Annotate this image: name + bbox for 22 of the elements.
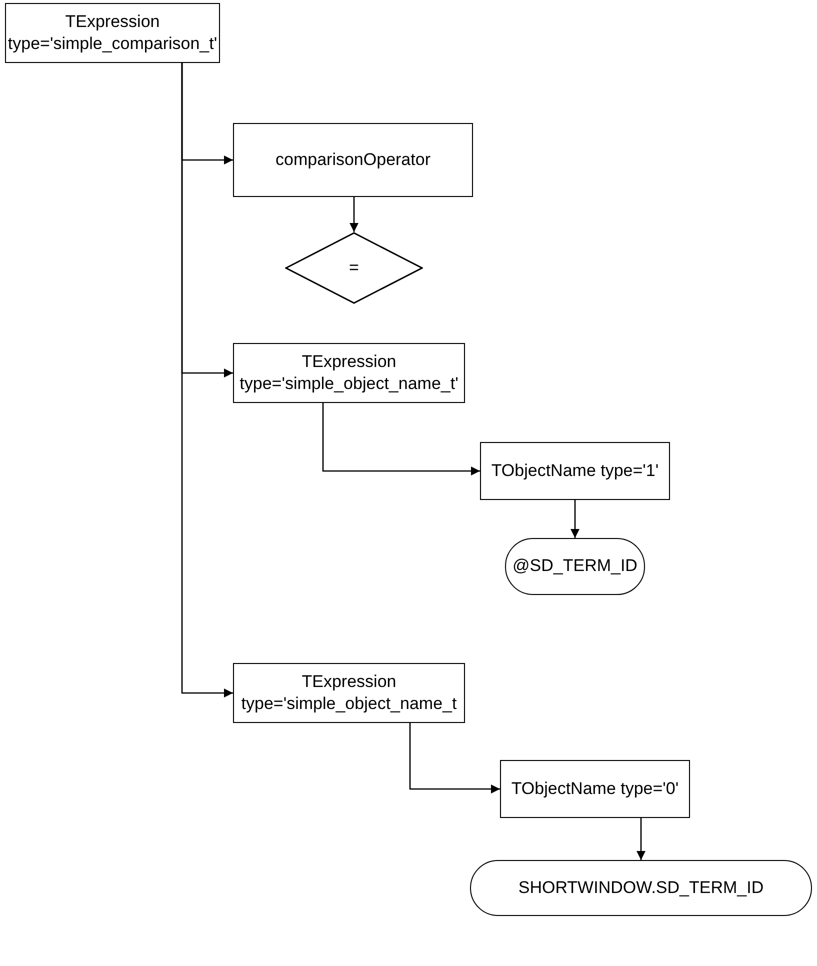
node-label: TExpression type='simple_object_name_t bbox=[240, 670, 458, 715]
node-label: TExpression type='simple_comparison_t' bbox=[6, 10, 218, 55]
node-label: @SD_TERM_ID bbox=[512, 555, 638, 578]
arrow bbox=[322, 403, 480, 476]
process-box bbox=[5, 3, 220, 63]
process-box bbox=[233, 343, 465, 403]
node-label: TExpression type='simple_object_name_t' bbox=[238, 350, 460, 395]
arrow bbox=[636, 818, 646, 860]
process-box bbox=[500, 760, 690, 818]
node-label: = bbox=[349, 256, 359, 279]
node-label: SHORTWINDOW.SD_TERM_ID bbox=[518, 876, 764, 899]
node-label: TObjectName type='0' bbox=[511, 778, 679, 800]
node-label: comparisonOperator bbox=[276, 148, 430, 171]
arrow bbox=[570, 500, 580, 538]
arrow bbox=[350, 197, 358, 232]
arrow bbox=[181, 63, 233, 698]
process-box bbox=[480, 442, 670, 500]
process-box bbox=[233, 663, 465, 723]
process-box bbox=[233, 123, 473, 197]
node-label: TObjectName type='1' bbox=[491, 460, 659, 482]
decision-diamond bbox=[285, 232, 423, 304]
arrow bbox=[409, 723, 500, 794]
